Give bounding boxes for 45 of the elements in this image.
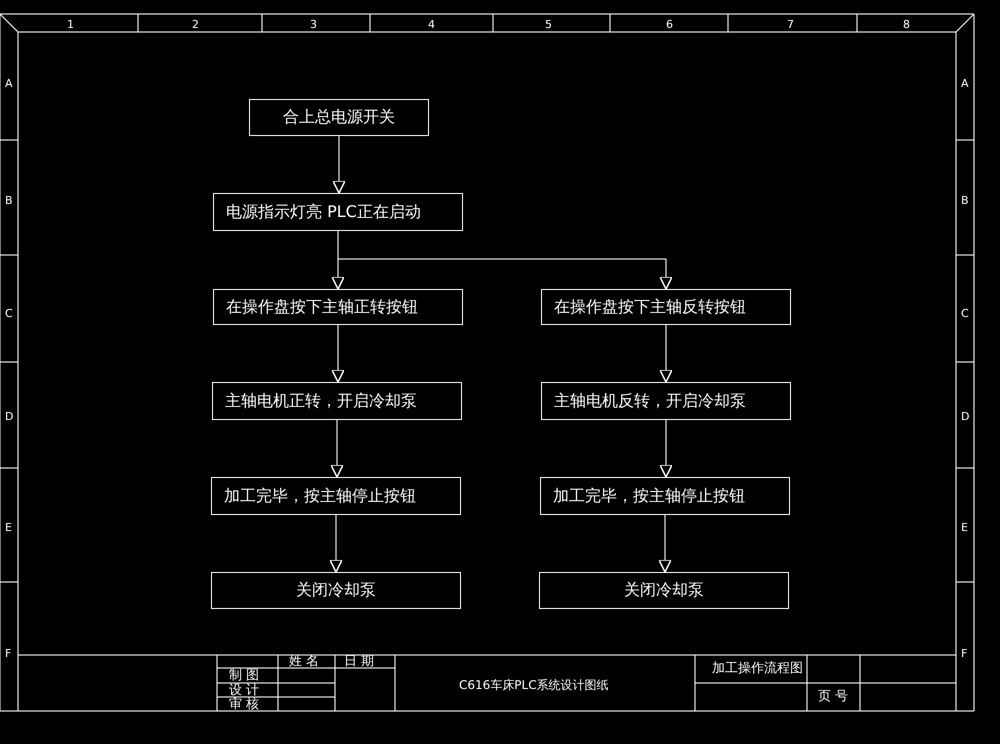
arrow	[338, 230, 673, 290]
process-box: 合上总电源开关	[249, 99, 429, 136]
grid-reference: D	[961, 411, 970, 422]
arrow	[658, 514, 672, 573]
title-block-text: 设计	[229, 684, 263, 697]
process-box: 加工完毕，按主轴停止按钮	[211, 477, 461, 515]
arrow	[332, 136, 346, 194]
process-box: 电源指示灯亮 PLC正在启动	[213, 193, 463, 231]
arrow	[329, 514, 343, 573]
grid-reference: C	[961, 308, 969, 319]
title-block-text: 审核	[229, 698, 263, 711]
grid-reference: A	[961, 78, 969, 89]
grid-reference: 8	[903, 19, 910, 30]
grid-reference: A	[5, 78, 13, 89]
process-box: 主轴电机反转，开启冷却泵	[541, 382, 791, 420]
grid-reference: E	[961, 522, 968, 533]
title-block-text: C616车床PLC系统设计图纸	[459, 679, 609, 691]
grid-reference: 7	[787, 19, 794, 30]
grid-reference: B	[5, 195, 13, 206]
grid-reference: 6	[666, 19, 673, 30]
process-box: 关闭冷却泵	[539, 572, 789, 609]
grid-reference: F	[5, 648, 12, 659]
grid-reference: B	[961, 195, 969, 206]
process-box: 关闭冷却泵	[211, 572, 461, 609]
arrow	[659, 420, 673, 478]
title-block-text: 制图	[229, 669, 263, 682]
arrow	[659, 324, 673, 383]
arrow	[330, 420, 344, 478]
grid-reference: 4	[428, 19, 435, 30]
arrow	[331, 324, 345, 383]
process-box: 在操作盘按下主轴正转按钮	[213, 289, 463, 325]
grid-reference: 2	[192, 19, 199, 30]
title-block-text: 页号	[818, 690, 852, 703]
grid-reference: 1	[67, 19, 74, 30]
title-block-text: 姓名	[289, 655, 323, 668]
grid-reference: C	[5, 308, 13, 319]
grid-reference: D	[5, 411, 14, 422]
grid-reference: E	[5, 522, 12, 533]
grid-reference: 5	[545, 19, 552, 30]
process-box: 在操作盘按下主轴反转按钮	[541, 289, 791, 325]
title-block-text: 加工操作流程图	[712, 662, 803, 675]
process-box: 加工完毕，按主轴停止按钮	[540, 477, 790, 515]
grid-reference: F	[961, 648, 968, 659]
process-box: 主轴电机正转，开启冷却泵	[212, 382, 462, 420]
grid-reference: 3	[310, 19, 317, 30]
